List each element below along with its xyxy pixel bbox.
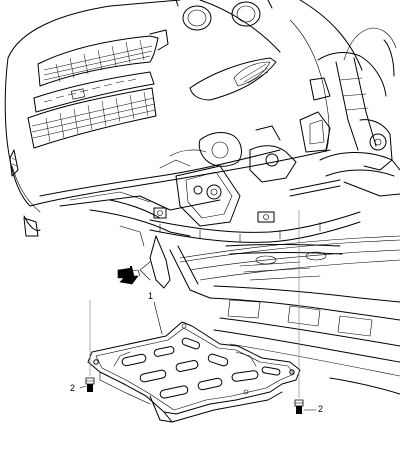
upper-grille	[37, 29, 169, 87]
powertrain-components	[159, 125, 297, 183]
floor-pan	[169, 244, 400, 395]
front-subframe	[39, 149, 361, 243]
callout-skid-plate: 1	[148, 291, 154, 301]
bolt-right	[294, 210, 304, 414]
callout-leaders	[79, 301, 317, 411]
left-side-slot	[9, 149, 19, 177]
front-arrow-icon	[117, 266, 141, 285]
skid-plate	[87, 321, 301, 423]
lower-left-structure	[23, 217, 171, 289]
side-vent-bezel	[189, 57, 277, 101]
callout-bolt-left: 2	[70, 383, 76, 393]
bolt-left	[85, 300, 95, 392]
lower-grille	[27, 87, 157, 149]
front-bumper-fascia	[4, 0, 363, 231]
underbody-lines	[179, 235, 400, 281]
front-suspension-right	[289, 27, 400, 197]
emblem-bar	[33, 71, 155, 113]
callout-bolt-right: 2	[318, 404, 324, 414]
fog-lamp-openings	[175, 0, 273, 31]
